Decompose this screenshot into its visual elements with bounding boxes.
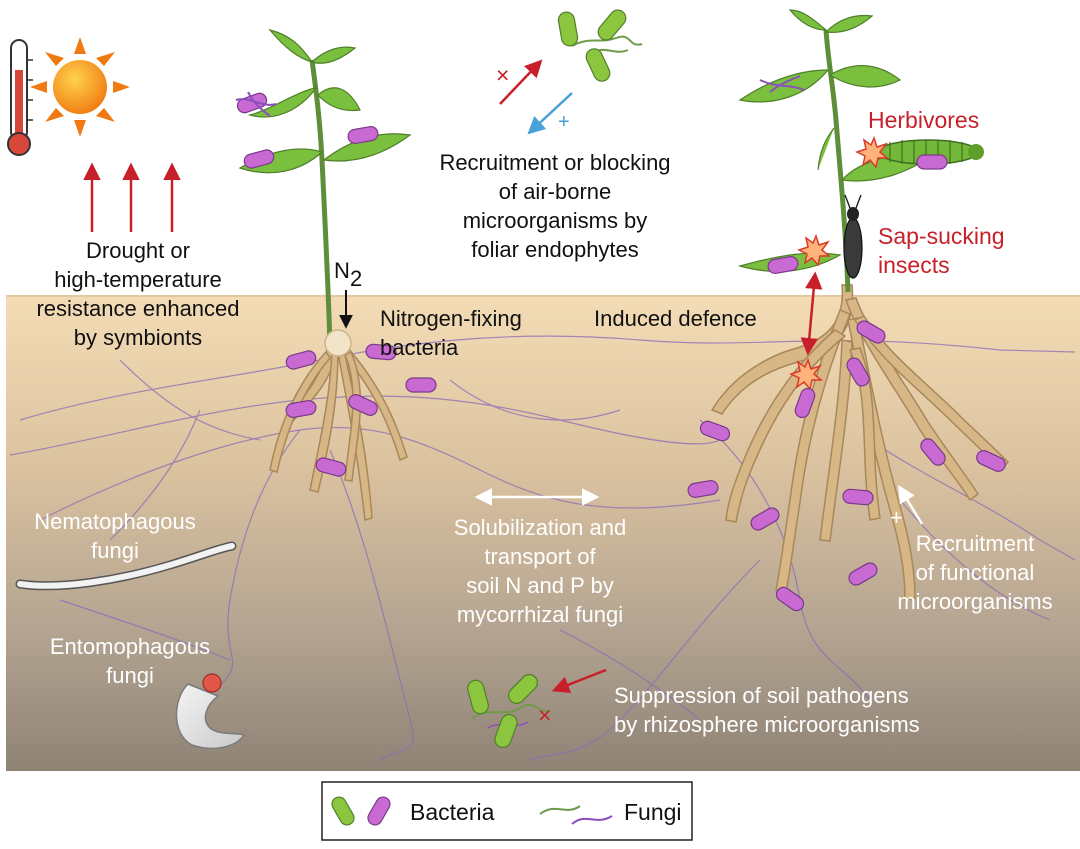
legend-bacteria-label: Bacteria xyxy=(410,799,495,825)
svg-text:microorganisms: microorganisms xyxy=(897,589,1052,614)
legend-bacteria-icon xyxy=(331,796,391,826)
legend-fungi-label: Fungi xyxy=(624,799,682,825)
leaf-fungi xyxy=(235,75,805,117)
svg-text:of functional: of functional xyxy=(916,560,1035,585)
left-plant-leaves xyxy=(238,28,412,174)
svg-text:Recruitment or blocking: Recruitment or blocking xyxy=(439,150,670,175)
svg-text:foliar endophytes: foliar endophytes xyxy=(471,237,639,262)
svg-text:resistance enhanced: resistance enhanced xyxy=(36,296,239,321)
insect-larva-icon xyxy=(175,673,246,750)
drought-label: Drought or high-temperature resistance e… xyxy=(36,238,239,350)
svg-text:Nematophagous: Nematophagous xyxy=(34,509,195,534)
svg-text:Nitrogen-fixing: Nitrogen-fixing xyxy=(380,306,522,331)
svg-text:Entomophagous: Entomophagous xyxy=(50,634,210,659)
induced-defence-label: Induced defence xyxy=(594,306,757,331)
herbivores-label: Herbivores xyxy=(868,107,979,133)
svg-text:N: N xyxy=(334,258,350,283)
nematophagous-label: Nematophagous fungi xyxy=(34,509,195,563)
insect-icon xyxy=(843,194,863,279)
svg-text:bacteria: bacteria xyxy=(380,335,459,360)
sap-sucking-label: Sap-sucking insects xyxy=(878,223,1005,278)
svg-text:Solubilization and: Solubilization and xyxy=(454,515,626,540)
svg-text:high-temperature: high-temperature xyxy=(54,267,222,292)
svg-text:by symbionts: by symbionts xyxy=(74,325,202,350)
thermometer-icon xyxy=(7,39,33,156)
functional-plus-symbol: + xyxy=(890,505,903,530)
svg-text:fungi: fungi xyxy=(91,538,139,563)
airborne-recruitment-label: Recruitment or blocking of air-borne mic… xyxy=(439,150,670,262)
solubilization-label: Solubilization and transport of soil N a… xyxy=(454,515,626,627)
suppression-arrow xyxy=(551,668,607,694)
nematode-icon xyxy=(15,541,237,591)
blocking-arrow xyxy=(499,59,543,105)
n2-label: N 2 xyxy=(334,258,362,291)
left-plant-stem xyxy=(309,59,333,346)
svg-text:Drought or: Drought or xyxy=(86,238,190,263)
svg-text:microorganisms by: microorganisms by xyxy=(463,208,648,233)
right-plant-roots xyxy=(710,284,1009,601)
svg-text:mycorrhizal fungi: mycorrhizal fungi xyxy=(457,602,623,627)
suppression-x-symbol: × xyxy=(538,702,551,728)
left-plant xyxy=(238,28,412,521)
airborne-microorganisms xyxy=(557,9,643,82)
recruitment-plus-symbol: + xyxy=(558,111,570,133)
svg-text:soil N and P by: soil N and P by xyxy=(466,573,614,598)
blocking-x-symbol: × xyxy=(496,62,509,88)
fungal-hyphae-network xyxy=(9,335,1076,761)
legend-fungi-icon xyxy=(539,805,613,825)
svg-text:Sap-sucking: Sap-sucking xyxy=(878,223,1005,249)
svg-text:fungi: fungi xyxy=(106,663,154,688)
svg-text:Recruitment: Recruitment xyxy=(916,531,1035,556)
legend: Bacteria Fungi xyxy=(321,781,693,841)
svg-text:insects: insects xyxy=(878,252,950,278)
heat-arrows xyxy=(83,162,181,232)
nitrogen-fixing-label: Nitrogen-fixing bacteria xyxy=(380,306,522,360)
right-plant xyxy=(710,9,1009,601)
purple-bacteria xyxy=(236,92,1006,612)
caterpillar-icon xyxy=(877,139,984,165)
induced-defence-arrow xyxy=(800,271,823,356)
sun-icon xyxy=(30,37,130,137)
functional-recruitment-label: Recruitment of functional microorganisms xyxy=(897,531,1052,614)
entomophagous-label: Entomophagous fungi xyxy=(50,634,210,688)
svg-text:transport of: transport of xyxy=(484,544,596,569)
functional-recruitment-arrow xyxy=(898,485,924,525)
left-plant-roots xyxy=(269,342,408,521)
svg-text:2: 2 xyxy=(350,266,362,291)
recruitment-arrow xyxy=(527,92,573,135)
suppression-label: Suppression of soil pathogens by rhizosp… xyxy=(614,683,920,737)
svg-text:by rhizosphere microorganisms: by rhizosphere microorganisms xyxy=(614,712,920,737)
soil-pathogens xyxy=(467,674,551,749)
defence-signal-stars xyxy=(789,135,890,391)
svg-text:Suppression of soil pathogens: Suppression of soil pathogens xyxy=(614,683,909,708)
svg-text:of air-borne: of air-borne xyxy=(499,179,612,204)
root-nodule xyxy=(324,329,352,357)
